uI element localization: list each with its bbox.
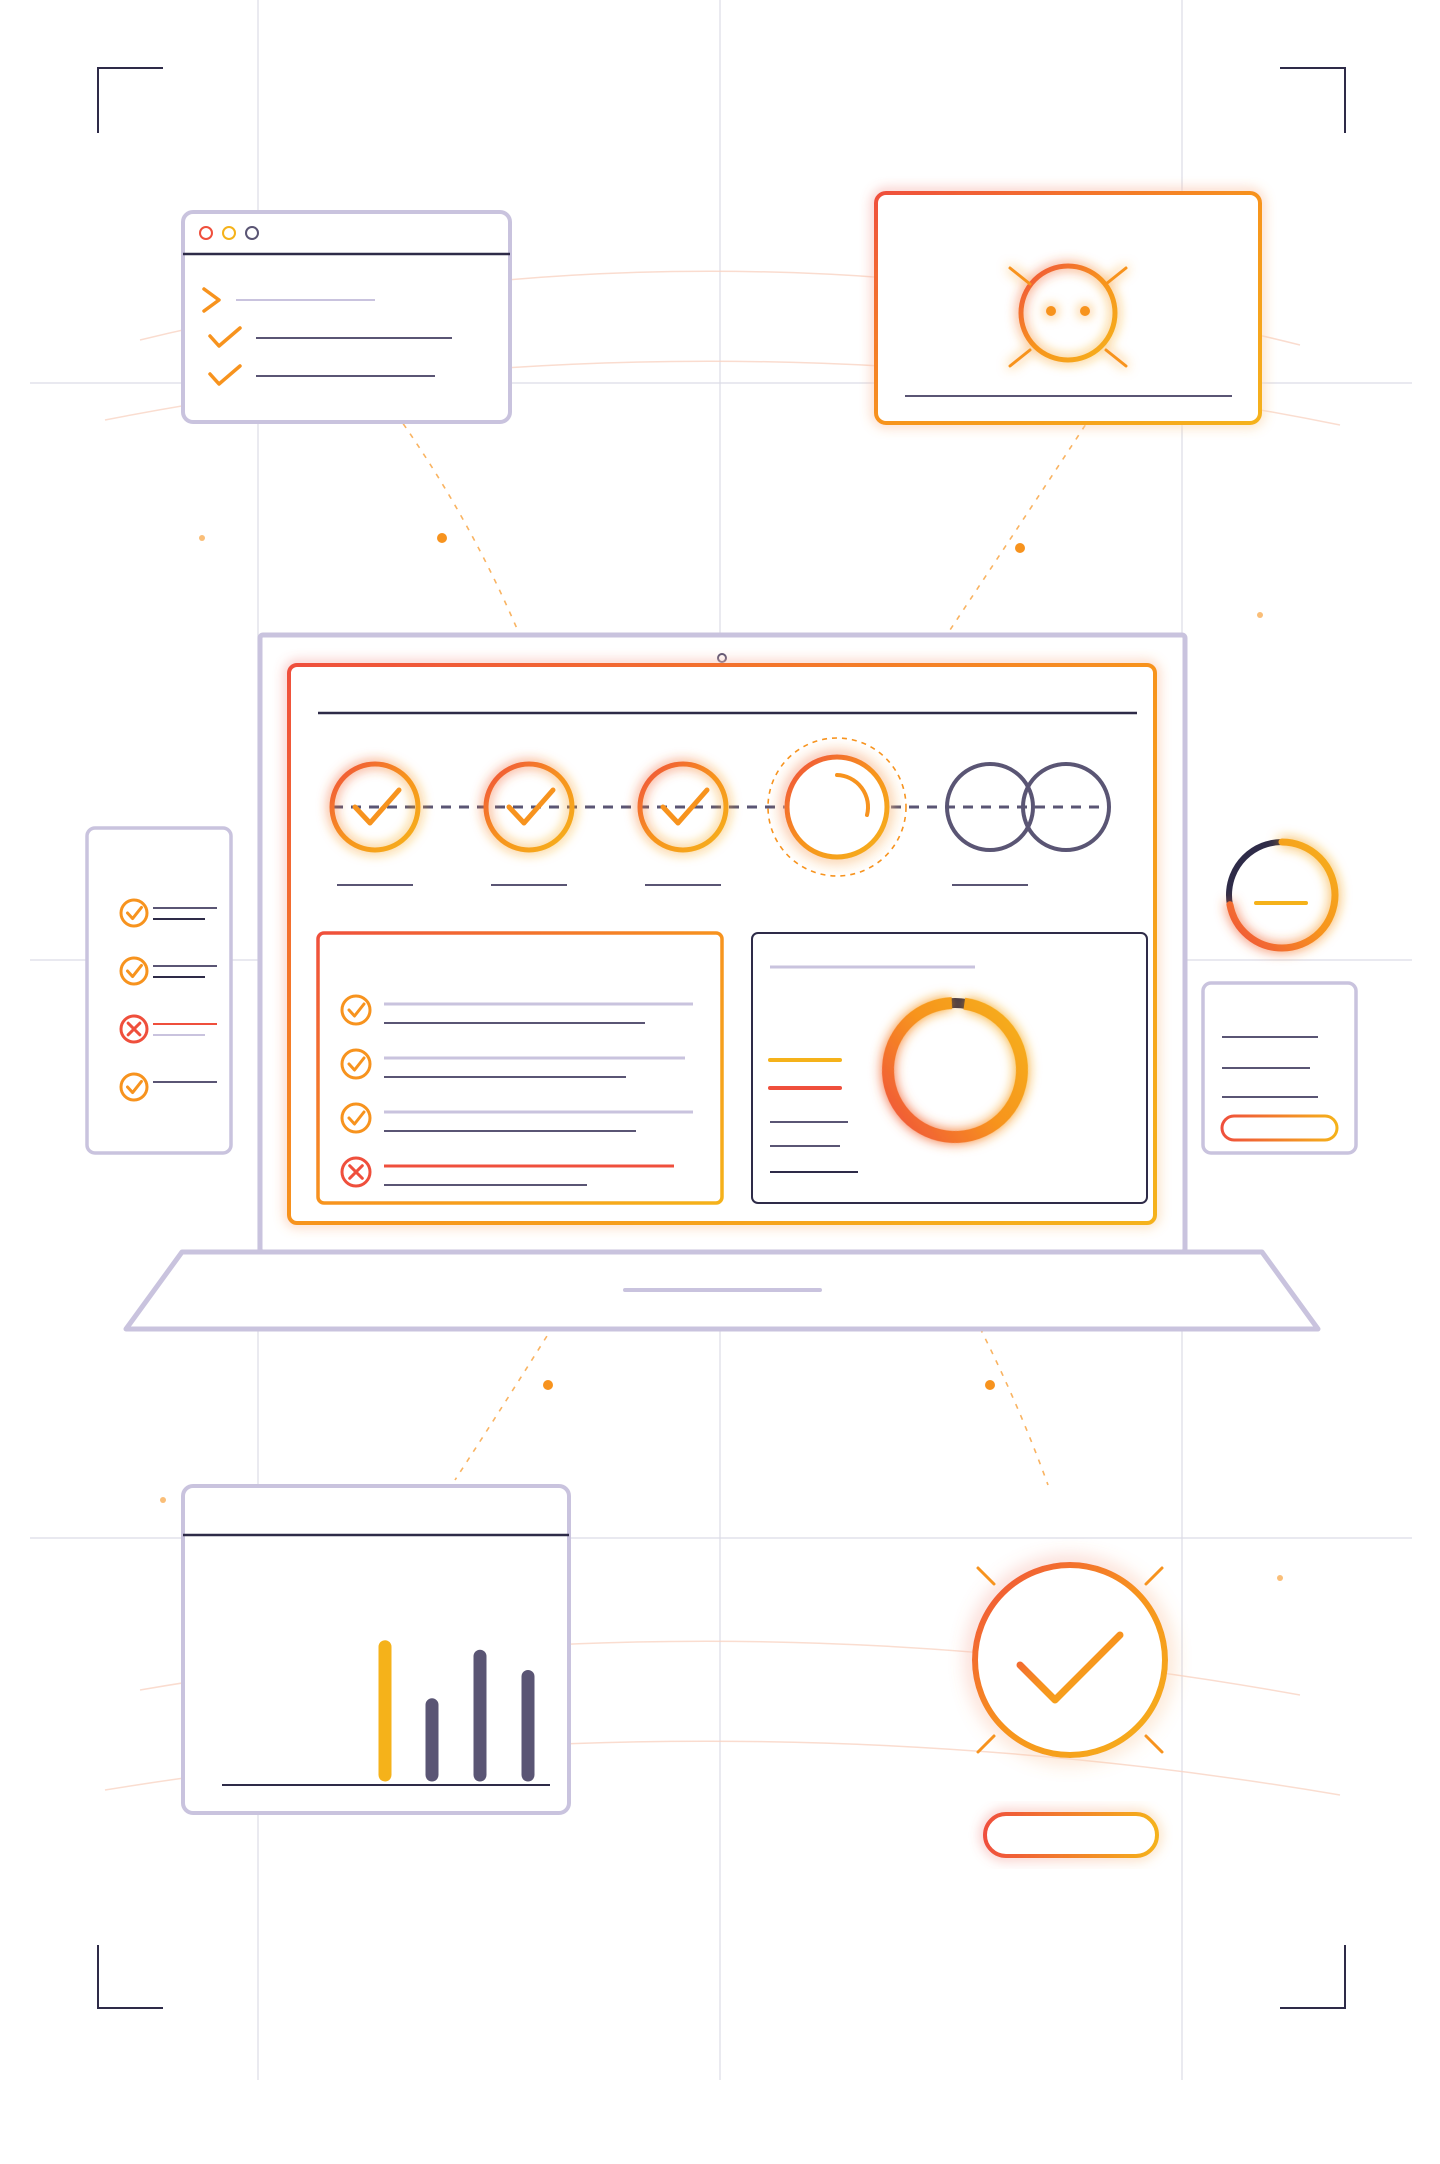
bar-chart-frame	[181, 1484, 571, 1815]
dot	[1015, 543, 1025, 553]
success-badge	[972, 1562, 1168, 1858]
side-checklist-item	[119, 1072, 217, 1102]
dot	[1257, 612, 1263, 618]
x-circle-icon	[340, 1156, 372, 1188]
progress-stepper	[329, 737, 1111, 886]
check-circle-icon	[340, 1102, 372, 1134]
coverage-donut-progress	[882, 997, 1028, 1143]
side-checklist-frame	[85, 826, 233, 1155]
step-active-ring	[784, 754, 890, 860]
continue-button[interactable]	[983, 1812, 1159, 1858]
dot	[160, 1497, 166, 1503]
dot	[437, 533, 447, 543]
side-checklist-item	[119, 1014, 217, 1044]
test-results-panel	[316, 931, 724, 1205]
crop-mark-top-left	[97, 67, 163, 133]
check-icon	[1016, 1631, 1124, 1704]
check-circle-icon	[340, 1048, 372, 1080]
sparkle-rays-icon	[976, 1566, 1164, 1754]
step-done-ring	[329, 761, 421, 853]
side-checklist-card	[85, 826, 233, 1155]
stepper-step-5[interactable]	[945, 762, 1035, 852]
terminal-row	[208, 326, 452, 348]
side-form-card	[1201, 981, 1358, 1155]
face-card-frame	[874, 191, 1262, 425]
crop-mark-bottom-right	[1280, 1945, 1346, 2009]
test-result-row	[340, 1102, 693, 1134]
check-icon	[660, 787, 710, 826]
chevron-right-icon	[202, 287, 221, 313]
terminal-row	[202, 287, 375, 313]
check-circle-icon	[119, 898, 149, 928]
dot	[1277, 1575, 1283, 1581]
stepper-step-2[interactable]	[483, 761, 575, 853]
step-done-ring	[483, 761, 575, 853]
dot	[985, 1380, 995, 1390]
crop-mark-top-right	[1280, 67, 1346, 133]
connector-terminal-to-laptop	[374, 384, 531, 661]
connector-laptop-to-chart	[454, 1274, 586, 1481]
terminal-window	[181, 210, 512, 424]
step-pending-ring	[1021, 762, 1111, 852]
terminal-row	[208, 364, 435, 386]
bar-chart-bars	[378, 1640, 535, 1782]
check-icon	[208, 326, 242, 348]
stepper-step-1[interactable]	[329, 761, 421, 853]
side-checklist-item	[119, 956, 217, 986]
status-face-card	[874, 191, 1262, 425]
crop-mark-bottom-left	[97, 1945, 163, 2009]
window-maximize-dot-icon	[245, 226, 259, 240]
check-circle-icon	[119, 1072, 149, 1102]
check-icon	[506, 787, 556, 826]
checkmark-badge-icon	[972, 1562, 1168, 1758]
progress-spinner-icon	[835, 773, 871, 817]
dot	[199, 535, 205, 541]
terminal-frame	[181, 210, 512, 424]
stepper-step-4[interactable]	[767, 737, 907, 877]
step-pending-ring	[945, 762, 1035, 852]
dot	[543, 1380, 553, 1390]
webcam-icon	[717, 653, 727, 663]
window-close-dot-icon	[199, 226, 213, 240]
check-icon	[352, 787, 402, 826]
check-circle-icon	[340, 994, 372, 1026]
test-result-row	[340, 994, 693, 1026]
test-result-row	[340, 1048, 685, 1080]
test-result-row	[340, 1156, 674, 1188]
coverage-panel	[751, 932, 1148, 1204]
form-submit-button[interactable]	[1220, 1114, 1339, 1142]
terminal-rows	[202, 287, 452, 386]
step-done-ring	[637, 761, 729, 853]
small-gauge-progress	[1225, 838, 1339, 952]
check-icon	[208, 364, 242, 386]
crop-marks	[97, 67, 1346, 2009]
stepper-step-6[interactable]	[1021, 762, 1111, 852]
bar-chart-card	[181, 1484, 571, 1815]
side-checklist-item	[119, 898, 217, 928]
x-circle-icon	[119, 1014, 149, 1044]
stepper-step-3[interactable]	[637, 761, 729, 853]
window-minimize-dot-icon	[222, 226, 236, 240]
laptop	[123, 632, 1321, 1332]
smiley-face-icon	[1008, 263, 1128, 368]
small-gauge	[1225, 838, 1339, 952]
test-results-rows	[340, 994, 693, 1188]
side-checklist-rows	[119, 898, 217, 1102]
connector-face-to-laptop	[929, 394, 1106, 661]
check-circle-icon	[119, 956, 149, 986]
